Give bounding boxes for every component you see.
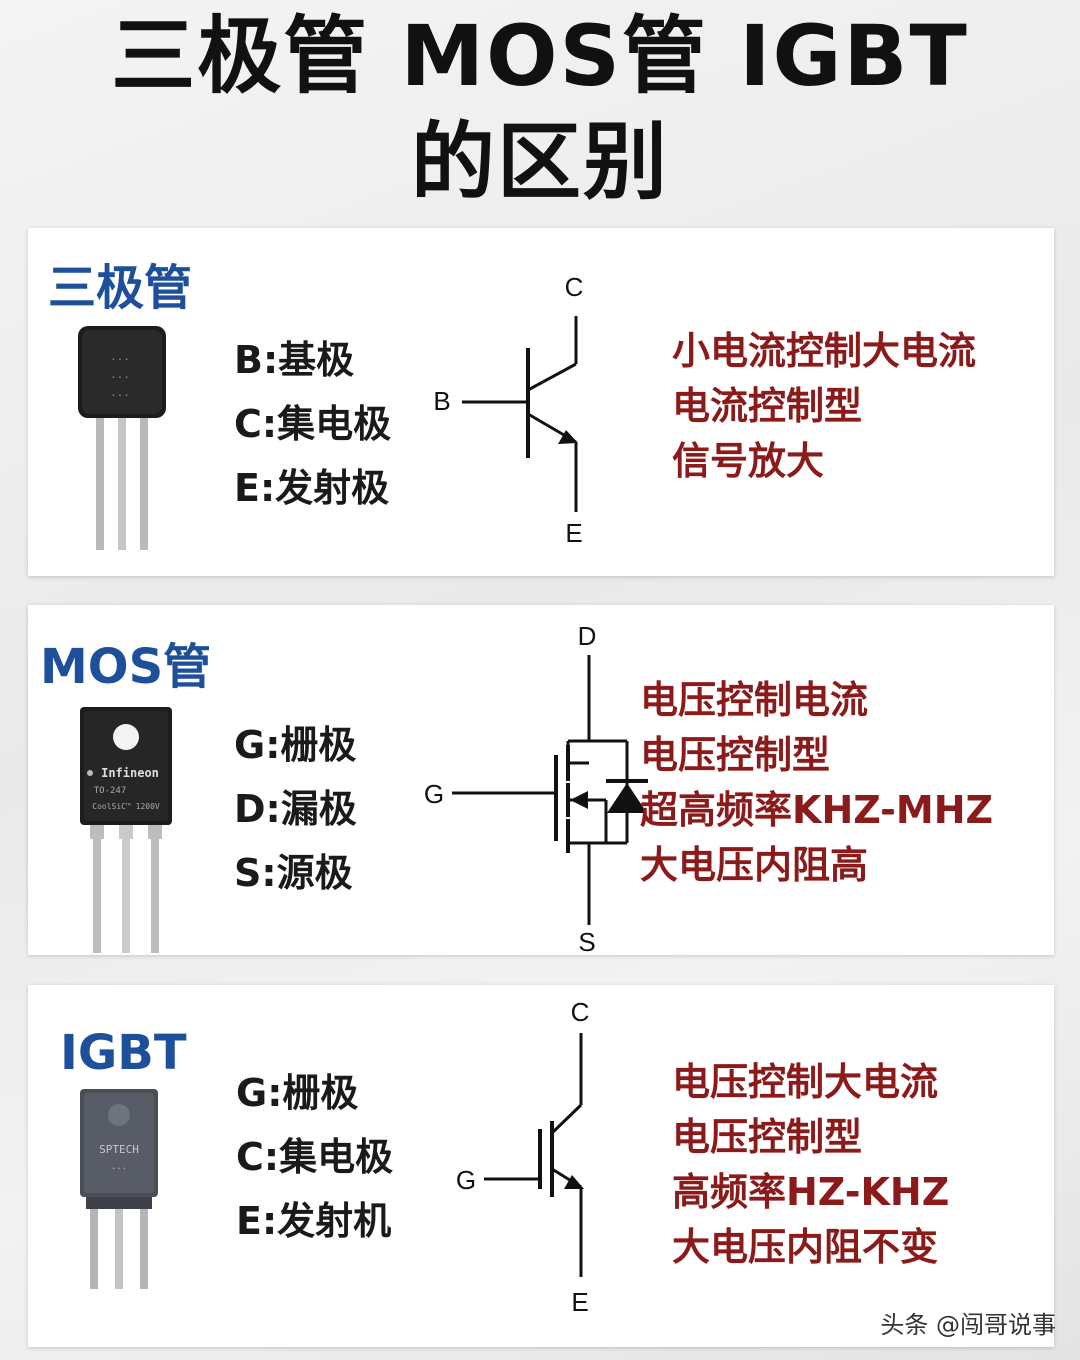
mosfet-pin-list: G:栅极 D:漏极 S:源极 [234,713,357,905]
bjt-feature: 电流控制型 [672,384,863,428]
igbt-package-image: SPTECH ... [80,1089,158,1289]
bjt-symbol: C B E [433,272,584,548]
igbt-feature: 高频率HZ-KHZ [672,1170,950,1214]
bjt-label-e: E [565,518,582,548]
bjt-card: 三极管 ... ... ... B:基极 C:集电极 E:发射极 C B E 小… [28,228,1054,576]
bjt-pin-base: B:基极 [234,338,355,382]
bjt-pin-collector: C:集电极 [234,402,392,446]
igbt-feature: 大电压内阻不变 [672,1225,939,1269]
bjt-marking-1: ... [110,350,130,363]
igbt-pin-list: G:栅极 C:集电极 E:发射机 [236,1061,393,1253]
bjt-feature-list: 小电流控制大电流 电流控制型 信号放大 [672,324,976,489]
mosfet-marking-package: TO-247 [94,786,127,796]
bjt-section-title: 三极管 [48,260,193,316]
bjt-label-b: B [433,386,450,416]
mosfet-marking-series: CoolSiC™ 1200V [92,802,160,811]
mosfet-symbol: D G S [424,621,648,957]
bjt-feature: 信号放大 [672,439,825,483]
mosfet-pin-source: S:源极 [234,851,353,895]
bjt-feature: 小电流控制大电流 [672,329,977,373]
igbt-label-c: C [571,997,590,1027]
mosfet-section-title: MOS管 [40,639,212,695]
igbt-symbol: C G E [456,997,590,1317]
mosfet-feature: 电压控制电流 [640,678,869,722]
bjt-package-image: ... ... ... [78,326,166,550]
mosfet-package-image: Infineon TO-247 CoolSiC™ 1200V [80,707,172,953]
mosfet-label-d: D [578,621,597,651]
igbt-feature-list: 电压控制大电流 电压控制型 高频率HZ-KHZ 大电压内阻不变 [672,1055,949,1275]
bjt-marking-2: ... [110,368,130,381]
igbt-label-g: G [456,1165,476,1195]
igbt-marking-brand: SPTECH [99,1143,139,1156]
mosfet-feature-list: 电压控制电流 电压控制型 超高频率KHZ-MHZ 大电压内阻高 [640,673,993,893]
bjt-pin-emitter: E:发射极 [234,466,390,510]
bjt-label-c: C [565,272,584,302]
page-title-line-1: 三极管 MOS管 IGBT [111,7,969,105]
mosfet-feature: 大电压内阻高 [640,843,869,887]
mosfet-pin-gate: G:栅极 [234,723,357,767]
page-title-line-2: 的区别 [410,113,669,211]
bjt-marking-3: ... [110,386,130,399]
mosfet-feature: 超高频率KHZ-MHZ [640,788,994,832]
igbt-pin-collector: C:集电极 [236,1135,394,1179]
igbt-card: IGBT SPTECH ... G:栅极 C:集电极 E:发射机 C G E 电… [28,985,1054,1347]
mosfet-label-s: S [578,927,595,957]
watermark: 头条 @闯哥说事 [880,1311,1056,1339]
igbt-section-title: IGBT [60,1025,187,1081]
igbt-label-e: E [571,1287,588,1317]
igbt-pin-gate: G:栅极 [236,1071,359,1115]
mosfet-marking-brand: Infineon [101,766,159,780]
igbt-marking-part: ... [111,1162,127,1172]
igbt-pin-emitter: E:发射机 [236,1199,392,1243]
mosfet-feature: 电压控制型 [640,733,831,777]
bjt-pin-list: B:基极 C:集电极 E:发射极 [234,328,391,520]
mosfet-pin-drain: D:漏极 [234,787,357,831]
mosfet-card: MOS管 Infineon TO-247 CoolSiC™ 1200V G:栅极… [28,605,1054,957]
mosfet-label-g: G [424,779,444,809]
igbt-feature: 电压控制大电流 [672,1060,939,1104]
igbt-feature: 电压控制型 [672,1115,863,1159]
